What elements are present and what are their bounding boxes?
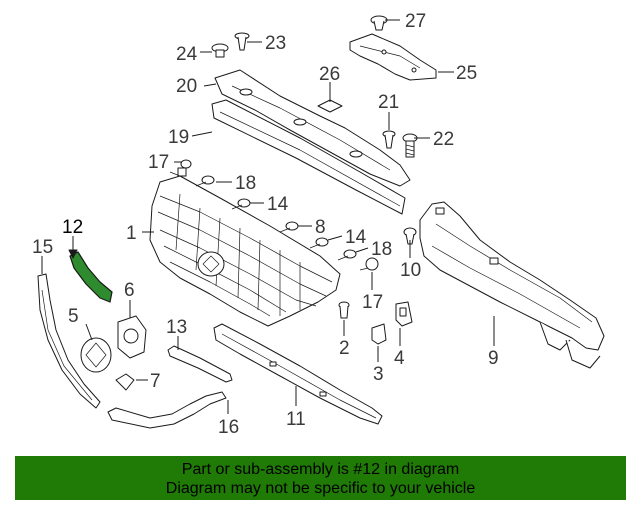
callout-7: 7	[150, 371, 161, 392]
callout-26: 26	[319, 64, 340, 85]
part-14-screw-lower	[309, 237, 329, 249]
callout-18-lower: 18	[371, 239, 392, 260]
callout-18-upper: 18	[235, 173, 256, 194]
part-2-clip	[338, 301, 350, 319]
callout-10: 10	[400, 260, 421, 281]
callout-25: 25	[456, 63, 477, 84]
part-25-deflector	[349, 33, 437, 81]
part-26-tag	[317, 99, 343, 113]
callout-1: 1	[126, 223, 137, 244]
part-27-clip	[370, 15, 388, 31]
caption-line-1: Part or sub-assembly is #12 in diagram	[181, 461, 460, 478]
callout-14-lower: 14	[345, 227, 367, 248]
leader-lines	[41, 19, 495, 414]
part-6-bracket	[117, 315, 147, 359]
part-13-molding	[167, 345, 233, 383]
callout-8: 8	[315, 217, 326, 238]
callout-3: 3	[373, 364, 384, 385]
part-12-molding-highlighted	[69, 251, 113, 303]
caption-banner: Part or sub-assembly is #12 in diagram D…	[15, 456, 626, 500]
parts-diagram: 27 23 24 20 26 25 21 22 19 17 18 14 1 8 …	[32, 11, 605, 438]
callout-24: 24	[176, 44, 198, 65]
callout-9: 9	[488, 348, 499, 369]
callout-23: 23	[265, 33, 286, 54]
callout-15: 15	[32, 237, 53, 258]
part-8-screw	[279, 221, 299, 233]
callout-12-highlighted: 12	[62, 217, 83, 238]
part-18-screw-lower	[337, 249, 357, 261]
callout-14-upper: 14	[267, 194, 289, 215]
part-17-nut-lower	[359, 257, 379, 271]
part-7-clip	[115, 373, 135, 391]
part-11-lower-grille	[213, 323, 383, 425]
part-10-clip	[403, 227, 417, 245]
part-3-bracket	[371, 323, 387, 345]
part-24-clip	[211, 43, 229, 58]
part-12-arrow	[68, 249, 78, 259]
callout-6: 6	[124, 280, 135, 301]
part-4-retainer	[395, 301, 413, 327]
callout-2: 2	[339, 338, 350, 359]
callout-17-lower: 17	[362, 292, 383, 313]
caption-line-2: Diagram may not be specific to your vehi…	[165, 480, 476, 497]
callout-19: 19	[168, 127, 189, 148]
callout-4: 4	[394, 348, 405, 369]
callout-16: 16	[218, 417, 239, 438]
part-21-clip	[382, 130, 396, 149]
part-20-shroud	[214, 69, 411, 187]
callout-22: 22	[433, 129, 454, 150]
part-9-bracket	[419, 201, 605, 369]
part-16-molding	[107, 391, 227, 429]
callout-5: 5	[68, 306, 79, 327]
part-18-screw-upper	[195, 175, 215, 187]
part-5-emblem	[80, 337, 112, 373]
part-19-seal	[211, 99, 406, 215]
part-1-grille	[149, 175, 341, 327]
callout-20: 20	[176, 76, 197, 97]
part-15-molding	[37, 273, 101, 409]
callout-13: 13	[166, 317, 187, 338]
part-14-screw-upper	[231, 198, 251, 210]
part-22-bolt	[402, 133, 418, 158]
callout-27: 27	[405, 11, 426, 32]
callout-21: 21	[378, 92, 399, 113]
callout-labels: 27 23 24 20 26 25 21 22 19 17 18 14 1 8 …	[32, 11, 499, 438]
callout-11: 11	[286, 409, 306, 430]
callout-17-upper: 17	[148, 152, 169, 173]
part-23-pin	[234, 32, 250, 51]
part-17-screw-upper	[169, 159, 192, 177]
